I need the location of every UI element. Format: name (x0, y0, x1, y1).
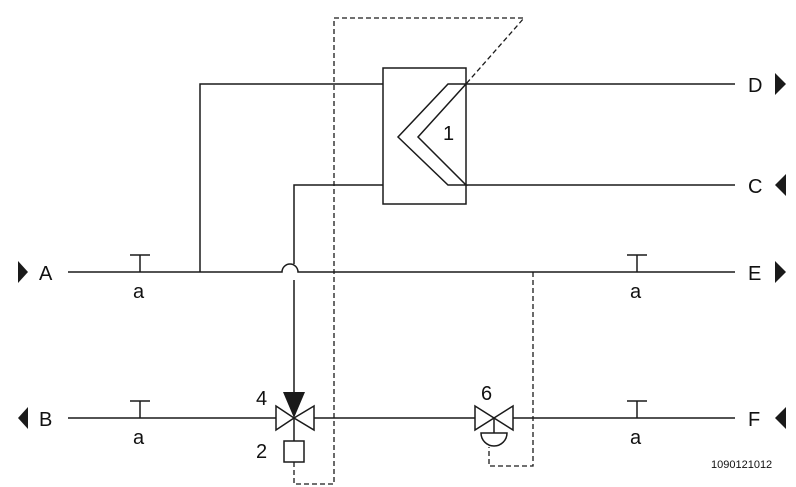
pressure-valve-label: 6 (481, 383, 492, 405)
pipe-supply-to-d (199, 83, 735, 272)
svg-text:a: a (630, 281, 642, 303)
three-way-valve-label: 4 (256, 388, 267, 410)
three-way-valve: 4 (256, 388, 315, 441)
heat-exchanger-label: 1 (443, 123, 454, 145)
pipe-c-to-valve (293, 184, 735, 392)
arrow-left-icon (775, 174, 786, 196)
pipe-a-to-e (68, 263, 735, 273)
port-b: B (18, 407, 52, 431)
port-d: D (748, 73, 786, 97)
sensor-a-1: a (130, 254, 150, 303)
svg-text:B: B (39, 409, 52, 431)
svg-text:a: a (630, 427, 642, 449)
port-a: A (18, 261, 53, 285)
actuator-label: 2 (256, 441, 267, 463)
svg-text:F: F (748, 409, 760, 431)
arrow-right-icon (775, 261, 786, 283)
svg-text:A: A (39, 263, 53, 285)
arrow-right-icon (775, 73, 786, 95)
port-c: C (748, 174, 786, 198)
svg-text:a: a (133, 427, 145, 449)
arrow-left-icon (18, 407, 28, 429)
svg-text:a: a (133, 281, 145, 303)
svg-text:E: E (748, 263, 761, 285)
sensor-a-2: a (627, 254, 647, 303)
pressure-valve: 6 (474, 383, 514, 447)
figure-code: 1090121012 (711, 459, 772, 471)
heat-exchanger: 1 (382, 67, 468, 205)
arrow-right-icon (18, 261, 28, 283)
control-line-actuator (293, 17, 526, 485)
svg-text:C: C (748, 176, 762, 198)
sensor-a-4: a (627, 400, 647, 449)
control-line-pressure (488, 272, 534, 467)
svg-text:D: D (748, 75, 762, 97)
port-e: E (748, 261, 786, 285)
actuator: 2 (256, 440, 305, 463)
port-f: F (748, 407, 786, 431)
heat-exchanger-chevron (396, 83, 468, 186)
arrow-left-icon (775, 407, 786, 429)
sensor-a-3: a (130, 400, 150, 449)
